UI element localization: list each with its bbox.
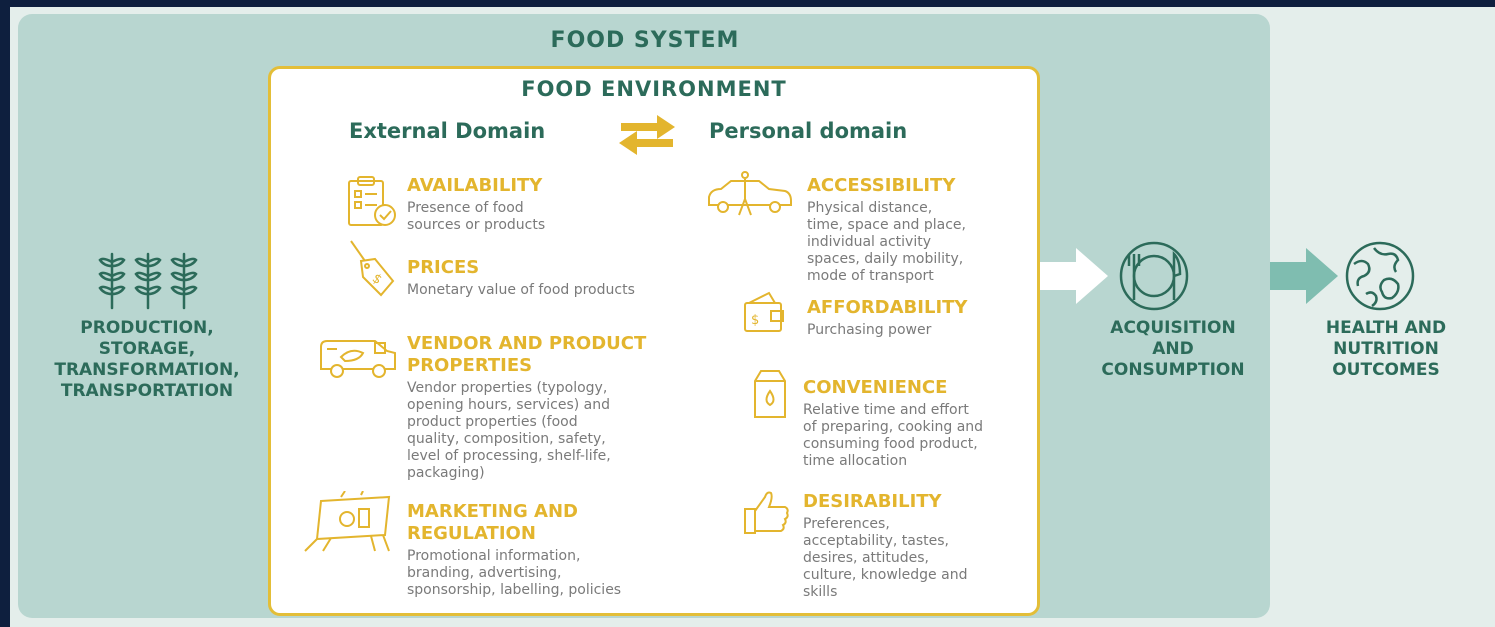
- milk-carton-icon: [754, 370, 786, 418]
- desirability-item: DESIRABILITY Preferences, acceptability,…: [803, 491, 967, 601]
- billboard-icon: [304, 491, 391, 552]
- desirability-description: Preferences, acceptability, tastes, desi…: [803, 516, 968, 600]
- availability-item: AVAILABILITY Presence of food sources or…: [407, 175, 545, 234]
- car-pedestrian-icon: [708, 171, 792, 216]
- marketing-item: MARKETING AND REGULATION Promotional inf…: [407, 501, 621, 599]
- price-tag-icon: $: [350, 240, 395, 297]
- prices-title: PRICES: [407, 257, 480, 278]
- arrow-acquisition-to-health: [1270, 248, 1338, 304]
- food-environment-panel: FOOD ENVIRONMENT External Domain Persona…: [268, 66, 1040, 616]
- plate-cutlery-icon: [1119, 241, 1189, 311]
- prices-item: PRICES Monetary value of food products: [407, 257, 635, 299]
- marketing-description: Promotional information, branding, adver…: [407, 548, 622, 598]
- svg-text:$: $: [751, 313, 759, 328]
- accessibility-title: ACCESSIBILITY: [807, 175, 956, 196]
- accessibility-description: Physical distance, time, space and place…: [807, 200, 966, 284]
- vendor-item: VENDOR AND PRODUCT PROPERTIES Vendor pro…: [407, 333, 646, 482]
- convenience-title: CONVENIENCE: [803, 377, 948, 398]
- thumbs-up-icon: [744, 491, 789, 534]
- food-environment-title: FOOD ENVIRONMENT: [521, 77, 787, 101]
- marketing-title: MARKETING AND REGULATION: [407, 501, 578, 544]
- affordability-title: AFFORDABILITY: [807, 297, 968, 318]
- food-system-title: FOOD SYSTEM: [550, 28, 740, 53]
- wallet-dollar-icon: $: [744, 291, 784, 332]
- vendor-title: VENDOR AND PRODUCT PROPERTIES: [407, 333, 647, 376]
- globe-icon: [1345, 241, 1415, 311]
- affordability-description: Purchasing power: [807, 322, 932, 338]
- clipboard-check-icon: [348, 176, 396, 226]
- swap-arrows-icon: [619, 115, 675, 155]
- arrow-environment-to-acquisition: [1040, 248, 1108, 304]
- availability-title: AVAILABILITY: [407, 175, 543, 196]
- availability-description: Presence of food sources or products: [407, 200, 546, 233]
- wheat-icon: [98, 252, 198, 310]
- production-label: PRODUCTION, STORAGE, TRANSFORMATION, TRA…: [54, 318, 240, 401]
- affordability-item: AFFORDABILITY Purchasing power: [807, 297, 967, 339]
- health-label: HEALTH AND NUTRITION OUTCOMES: [1325, 318, 1447, 380]
- convenience-item: CONVENIENCE Relative time and effort of …: [803, 377, 983, 470]
- external-domain-heading: External Domain: [349, 119, 546, 143]
- convenience-description: Relative time and effort of preparing, c…: [803, 402, 984, 469]
- vendor-description: Vendor properties (typology, opening hou…: [407, 380, 611, 481]
- personal-domain-heading: Personal domain: [709, 119, 908, 143]
- acquisition-label: ACQUISITION AND CONSUMPTION: [1101, 318, 1245, 380]
- prices-description: Monetary value of food products: [407, 282, 635, 298]
- desirability-title: DESIRABILITY: [803, 491, 942, 512]
- accessibility-item: ACCESSIBILITY Physical distance, time, s…: [807, 175, 966, 285]
- vendor-truck-icon: [320, 340, 396, 378]
